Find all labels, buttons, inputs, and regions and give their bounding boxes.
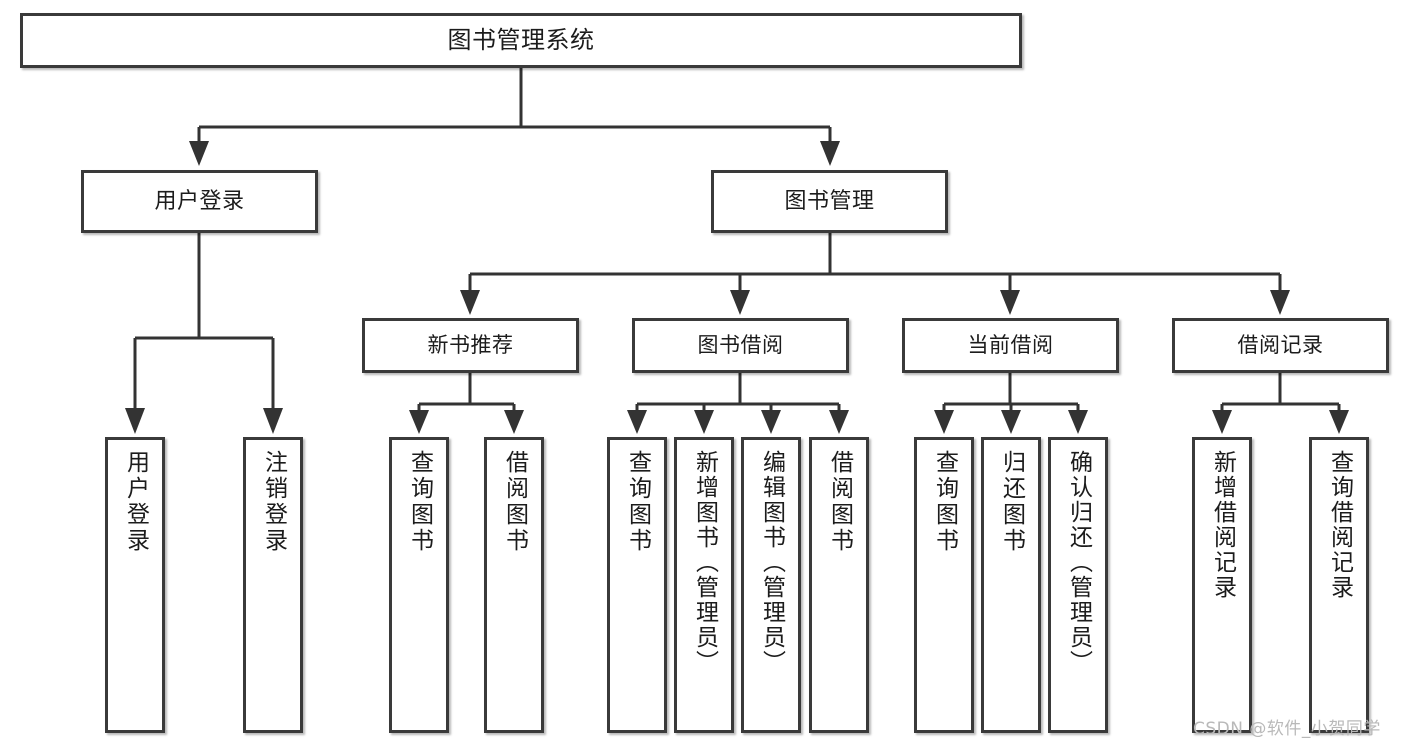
node-user-login[interactable]: 用户登录 [81, 170, 318, 233]
leaf-borrow-edit-book-admin[interactable]: 编辑图书（管理员） [741, 437, 801, 733]
node-label: 新增图书（管理员） [691, 450, 718, 675]
leaf-user-login-signout[interactable]: 注销登录 [243, 437, 303, 733]
node-current-borrow[interactable]: 当前借阅 [902, 318, 1119, 373]
node-label: 图书管理系统 [447, 25, 595, 54]
node-label: 借阅记录 [1237, 333, 1324, 358]
node-label: 注销登录 [260, 450, 287, 554]
leaf-borrow-add-book-admin[interactable]: 新增图书（管理员） [674, 437, 734, 733]
leaf-user-login-signin[interactable]: 用户登录 [105, 437, 165, 733]
node-label: 查询图书 [406, 450, 433, 554]
csdn-watermark: CSDN @软件_小贺同学 [1193, 719, 1381, 739]
node-label: 查询借阅记录 [1326, 450, 1353, 600]
node-label: 查询图书 [931, 450, 958, 554]
node-new-book-recommend[interactable]: 新书推荐 [362, 318, 579, 373]
node-borrow-record[interactable]: 借阅记录 [1172, 318, 1389, 373]
node-label: 借阅图书 [826, 450, 853, 554]
node-root-system[interactable]: 图书管理系统 [20, 13, 1022, 68]
leaf-record-query-record[interactable]: 查询借阅记录 [1309, 437, 1369, 733]
node-book-management[interactable]: 图书管理 [711, 170, 948, 233]
node-label: 编辑图书（管理员） [758, 450, 785, 675]
node-label: 新书推荐 [427, 333, 514, 358]
node-label: 查询图书 [624, 450, 651, 554]
leaf-borrow-borrow-book[interactable]: 借阅图书 [809, 437, 869, 733]
leaf-borrow-query-book[interactable]: 查询图书 [607, 437, 667, 733]
node-label: 确认归还（管理员） [1065, 450, 1092, 675]
node-label: 新增借阅记录 [1209, 450, 1236, 600]
leaf-current-query-book[interactable]: 查询图书 [914, 437, 974, 733]
node-label: 用户登录 [154, 188, 245, 214]
leaf-current-confirm-return-admin[interactable]: 确认归还（管理员） [1048, 437, 1108, 733]
node-label: 用户登录 [122, 450, 149, 554]
leaf-recommend-query-book[interactable]: 查询图书 [389, 437, 449, 733]
node-label: 借阅图书 [501, 450, 528, 554]
leaf-recommend-borrow-book[interactable]: 借阅图书 [484, 437, 544, 733]
node-label: 图书管理 [784, 188, 875, 214]
leaf-record-add-record[interactable]: 新增借阅记录 [1192, 437, 1252, 733]
node-label: 图书借阅 [697, 333, 784, 358]
node-book-borrow[interactable]: 图书借阅 [632, 318, 849, 373]
leaf-current-return-book[interactable]: 归还图书 [981, 437, 1041, 733]
node-label: 当前借阅 [967, 333, 1054, 358]
node-label: 归还图书 [998, 450, 1025, 554]
